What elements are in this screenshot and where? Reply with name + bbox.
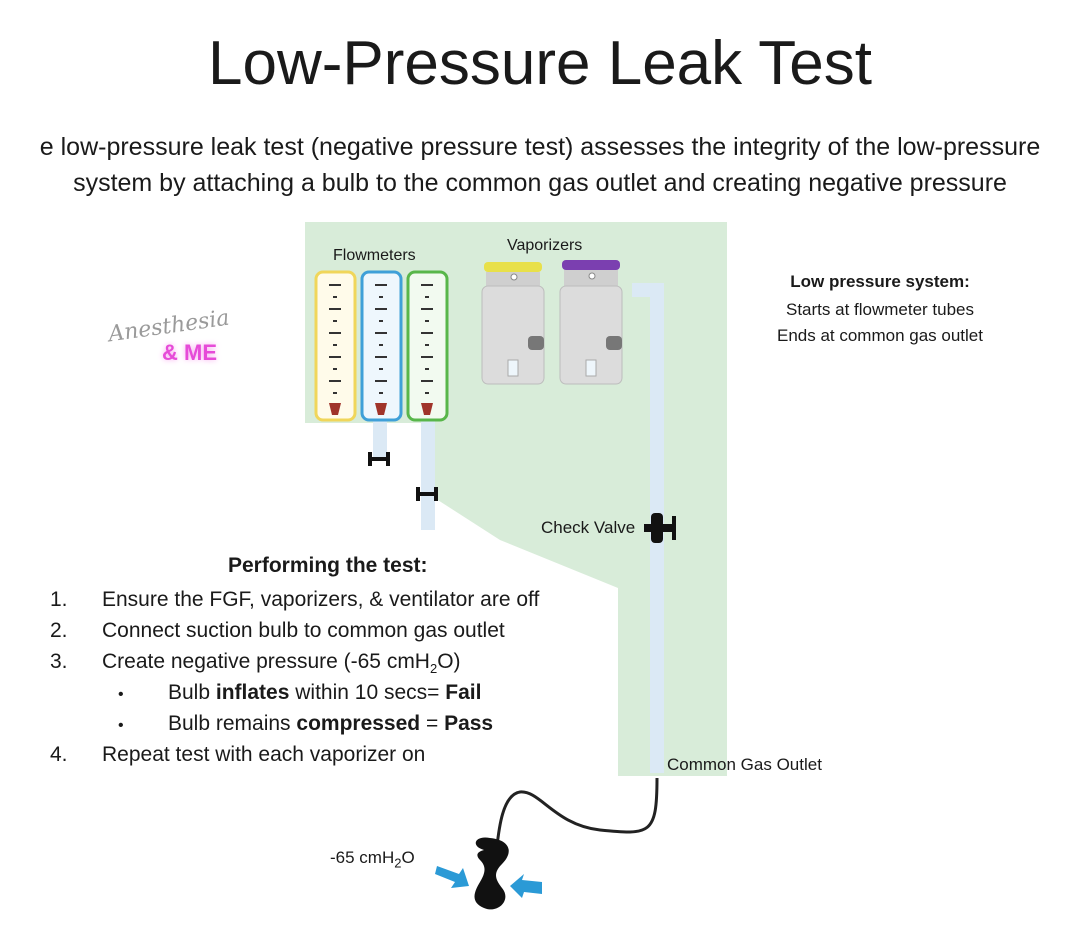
pressure-arrows (435, 866, 542, 898)
common-gas-outlet-label: Common Gas Outlet (667, 755, 822, 774)
watermark-logo-me: & ME (162, 340, 217, 365)
float-yellow (329, 403, 341, 415)
suction-bulb-icon (474, 837, 509, 910)
step-1: 1. Ensure the FGF, vaporizers, & ventila… (50, 588, 540, 611)
float-green (421, 403, 433, 415)
low-pressure-system-start: Starts at flowmeter tubes (785, 300, 975, 319)
bullet-2: • Bulb remains compressed = Pass (118, 712, 494, 735)
step-3: 3. Create negative pressure (-65 cmH2O) (50, 650, 461, 677)
check-valve-icon (644, 513, 676, 543)
flowmeters-label: Flowmeters (333, 247, 416, 264)
arrow-right-icon (510, 874, 542, 898)
arrow-left-icon (435, 866, 469, 888)
pipe-valves (368, 452, 438, 501)
check-valve-label: Check Valve (541, 518, 636, 537)
step-2: 2. Connect suction bulb to common gas ou… (50, 619, 505, 642)
steps-heading: Performing the test: (228, 554, 428, 577)
low-pressure-system-title: Low pressure system: (790, 272, 970, 291)
float-blue (375, 403, 387, 415)
pressure-label: -65 cmH2O (330, 848, 415, 871)
subtitle-line-1: e low-pressure leak test (negative press… (39, 133, 1041, 161)
bullet-1: • Bulb inflates within 10 secs= Fail (118, 681, 482, 704)
vaporizer-2 (559, 260, 623, 385)
subtitle-line-2: system by attaching a bulb to the common… (73, 169, 1007, 197)
flowmeter-tubes (314, 270, 449, 422)
vaporizer-1 (481, 262, 545, 385)
suction-hose (494, 777, 659, 856)
low-pressure-system-end: Ends at common gas outlet (776, 326, 983, 345)
step-4: 4. Repeat test with each vaporizer on (50, 743, 426, 766)
vaporizers-label: Vaporizers (507, 237, 583, 254)
page-title: Low-Pressure Leak Test (208, 29, 872, 98)
